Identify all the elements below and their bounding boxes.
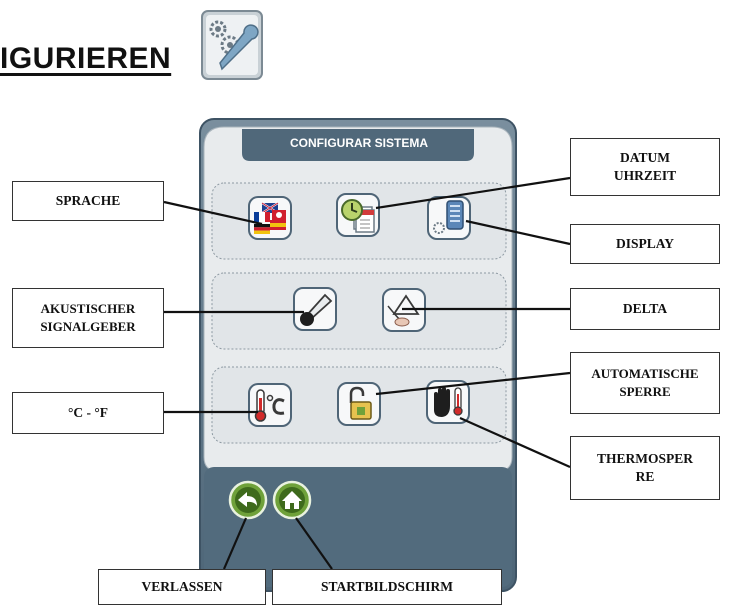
label-startbildschirm: STARTBILDSCHIRM [272, 569, 502, 605]
label-akustischer-signalgeber: AKUSTISCHER SIGNALGEBER [12, 288, 164, 348]
horn-icon[interactable] [293, 287, 337, 331]
label-delta: DELTA [570, 288, 720, 330]
flags-icon[interactable] [248, 196, 292, 240]
label-automatische-sperre: AUTOMATISCHE SPERRE [570, 352, 720, 414]
page-title: IGURIEREN [0, 42, 172, 75]
label-sprache: SPRACHE [12, 181, 164, 221]
back-arrow-icon[interactable] [228, 480, 268, 520]
delta-icon[interactable] [382, 288, 426, 332]
thermometer-celsius-icon[interactable] [248, 383, 292, 427]
display-settings-icon[interactable] [427, 196, 471, 240]
clock-calendar-icon[interactable] [336, 193, 380, 237]
label-thermosperre: THERMOSPER RE [570, 436, 720, 500]
label-datum-uhrzeit: DATUM UHRZEIT [570, 138, 720, 196]
label-display: DISPLAY [570, 224, 720, 264]
hand-thermometer-icon[interactable] [426, 380, 470, 424]
label-celsius-fahrenheit: °C - °F [12, 392, 164, 434]
gears-wrench-icon [201, 10, 263, 80]
label-verlassen: VERLASSEN [98, 569, 266, 605]
padlock-open-icon[interactable] [337, 382, 381, 426]
device-header: CONFIGURAR SISTEMA [290, 136, 428, 150]
device-screen [199, 118, 517, 592]
home-icon[interactable] [272, 480, 312, 520]
